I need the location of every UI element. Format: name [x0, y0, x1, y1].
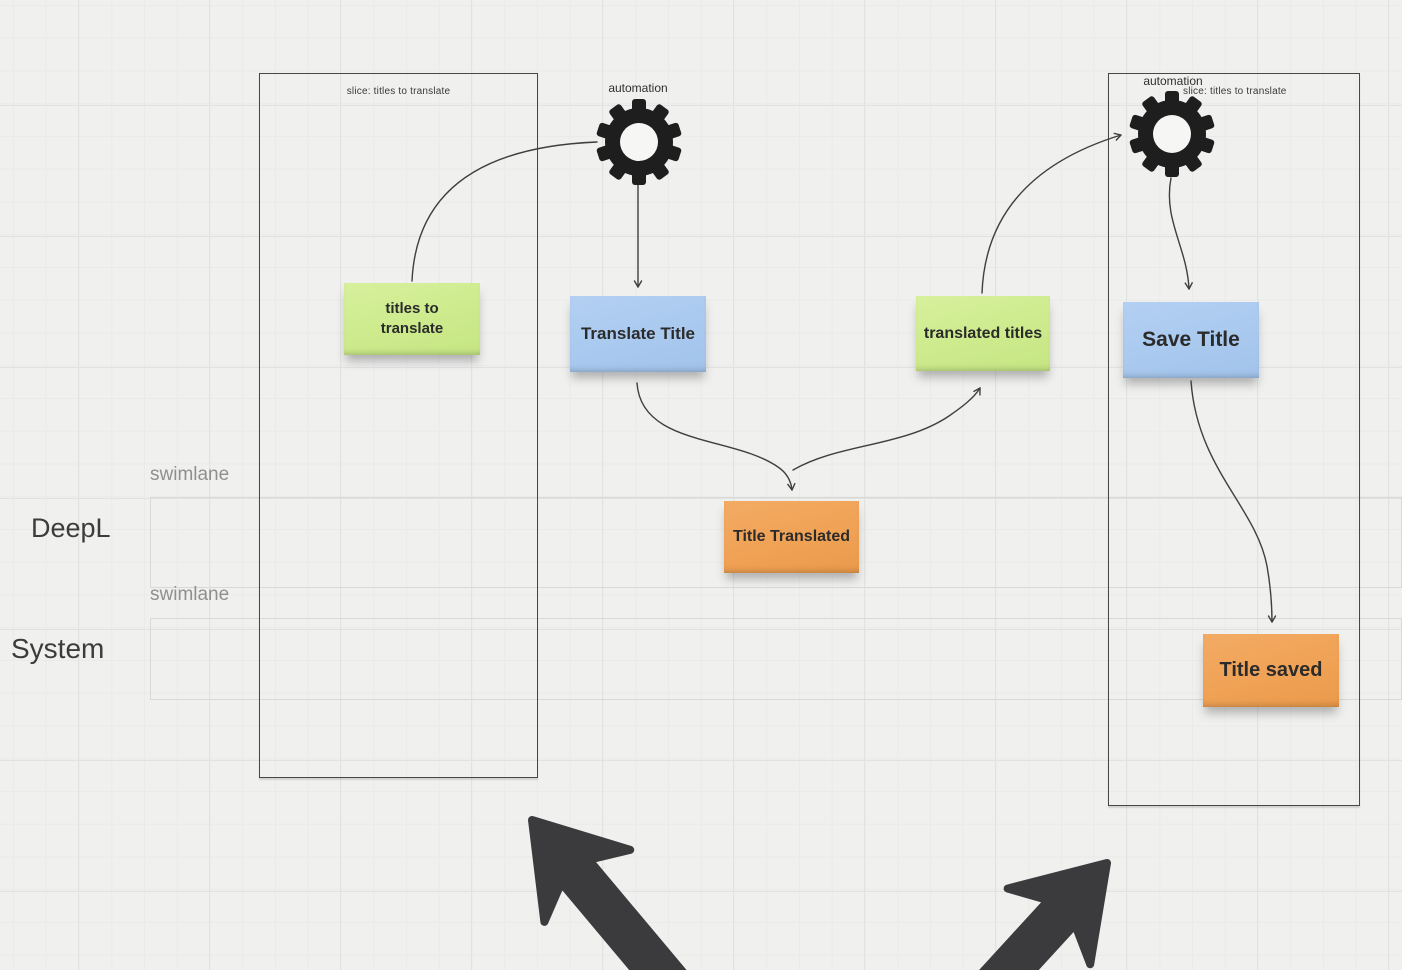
swimlane-name-deepl: DeepL: [31, 513, 111, 543]
sticky-text: Save Title: [1142, 327, 1240, 351]
sticky-translate-title[interactable]: Translate Title: [570, 296, 706, 372]
sticky-title-translated[interactable]: Title Translated: [724, 501, 859, 573]
slice-box-left-label: slice: titles to translate: [346, 86, 451, 97]
connector-title-translated-to-translated-titles: [792, 387, 981, 471]
sticky-text: translated titles: [923, 324, 1043, 342]
sticky-save-title[interactable]: Save Title: [1123, 302, 1259, 378]
sticky-text: Title Translated: [732, 528, 851, 546]
automation-label-left: automation: [608, 81, 668, 95]
sticky-title-saved[interactable]: Title saved: [1203, 634, 1339, 707]
automation-label-right: automation: [1143, 74, 1203, 88]
slice-box-left[interactable]: [259, 73, 538, 778]
connector-translate-title-to-title-translated: [636, 382, 796, 491]
slice-box-right[interactable]: [1108, 73, 1360, 806]
connector-translated-titles-to-automation: [981, 132, 1122, 294]
swimlane-header-2: swimlane: [150, 584, 230, 605]
sticky-text: Title saved: [1219, 659, 1323, 681]
big-arrow-up-right-icon[interactable]: [890, 825, 1148, 970]
sticky-text: Translate Title: [580, 323, 695, 343]
automation-gear-icon-left[interactable]: [595, 99, 683, 185]
slice-box-right-label: slice: titles to translate: [1183, 86, 1287, 97]
sticky-titles-to-translate[interactable]: titles to translate: [344, 283, 480, 355]
sticky-text: titles to translate: [380, 299, 444, 337]
swimlane-header-1: swimlane: [150, 464, 230, 485]
big-arrow-up-left-icon[interactable]: [489, 784, 742, 970]
sticky-translated-titles[interactable]: translated titles: [916, 296, 1050, 371]
swimlane-name-system: System: [11, 633, 105, 664]
